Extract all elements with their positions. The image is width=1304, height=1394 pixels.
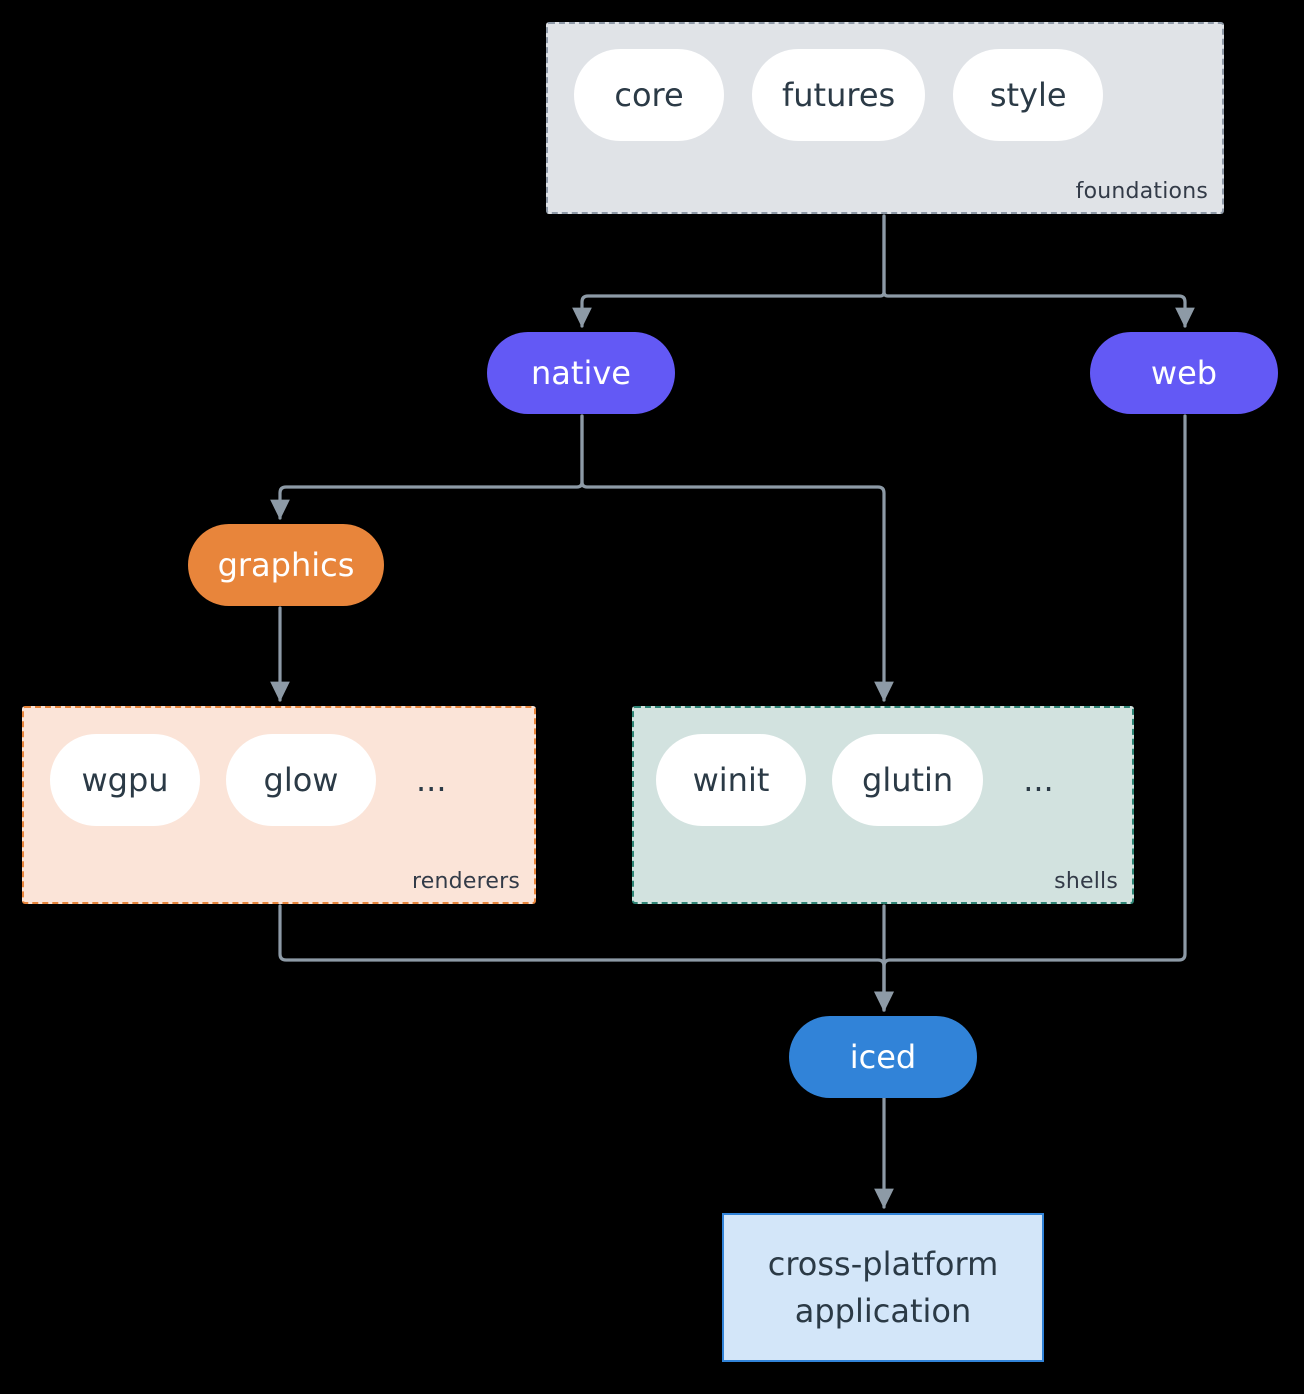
pill-futures[interactable]: futures [752,49,926,141]
node-graphics[interactable]: graphics [188,524,384,606]
application-label-line1: cross-platform [767,1245,999,1284]
group-foundations: core futures style foundations [546,22,1224,214]
node-cross-platform-application[interactable]: cross-platform application [722,1213,1044,1362]
group-label-shells: shells [1054,869,1118,894]
application-label-line2: application [794,1291,972,1330]
group-shells: winit glutin ... shells [632,706,1134,904]
pill-wgpu[interactable]: wgpu [50,734,200,826]
shells-more-ellipsis: ... [1023,761,1054,799]
edge-native-shells [580,414,894,702]
pill-winit[interactable]: winit [656,734,806,826]
renderers-pill-row: wgpu glow ... [50,734,461,826]
pill-glow[interactable]: glow [226,734,376,826]
edge-foundations-native [572,214,886,328]
node-iced[interactable]: iced [789,1016,977,1098]
node-native[interactable]: native [487,332,675,414]
foundations-pill-row: core futures style [574,49,1104,141]
group-label-foundations: foundations [1075,179,1208,204]
edge-native-graphics [270,414,584,520]
node-web[interactable]: web [1090,332,1278,414]
pill-style[interactable]: style [953,49,1104,141]
renderers-more-ellipsis: ... [416,761,447,799]
edge-foundations-web [882,214,1195,328]
shells-pill-row: winit glutin ... [656,734,1068,826]
pill-glutin[interactable]: glutin [832,734,984,826]
group-renderers: wgpu glow ... renderers [22,706,536,904]
pill-core[interactable]: core [574,49,724,141]
group-label-renderers: renderers [412,869,520,894]
edge-renderers-iced [278,904,894,1012]
